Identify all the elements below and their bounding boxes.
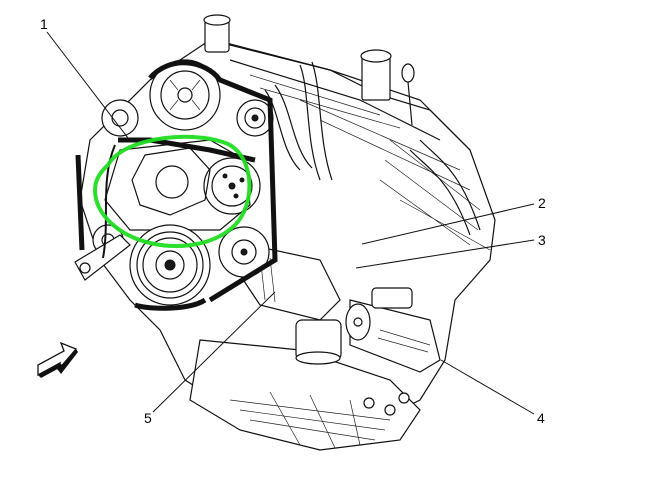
callout-4: 4	[537, 410, 545, 426]
starter-motor	[345, 287, 441, 373]
callout-2: 2	[538, 195, 546, 211]
callout-1: 1	[40, 16, 48, 32]
front-direction-arrow-icon	[37, 341, 78, 378]
highlight-circle	[92, 134, 252, 248]
engine-block	[79, 14, 496, 451]
serpentine-belt	[75, 60, 278, 311]
callout-5: 5	[144, 410, 152, 426]
callout-3: 3	[538, 232, 546, 248]
callout-leaders	[46, 31, 535, 415]
dipstick-handle	[401, 63, 415, 83]
